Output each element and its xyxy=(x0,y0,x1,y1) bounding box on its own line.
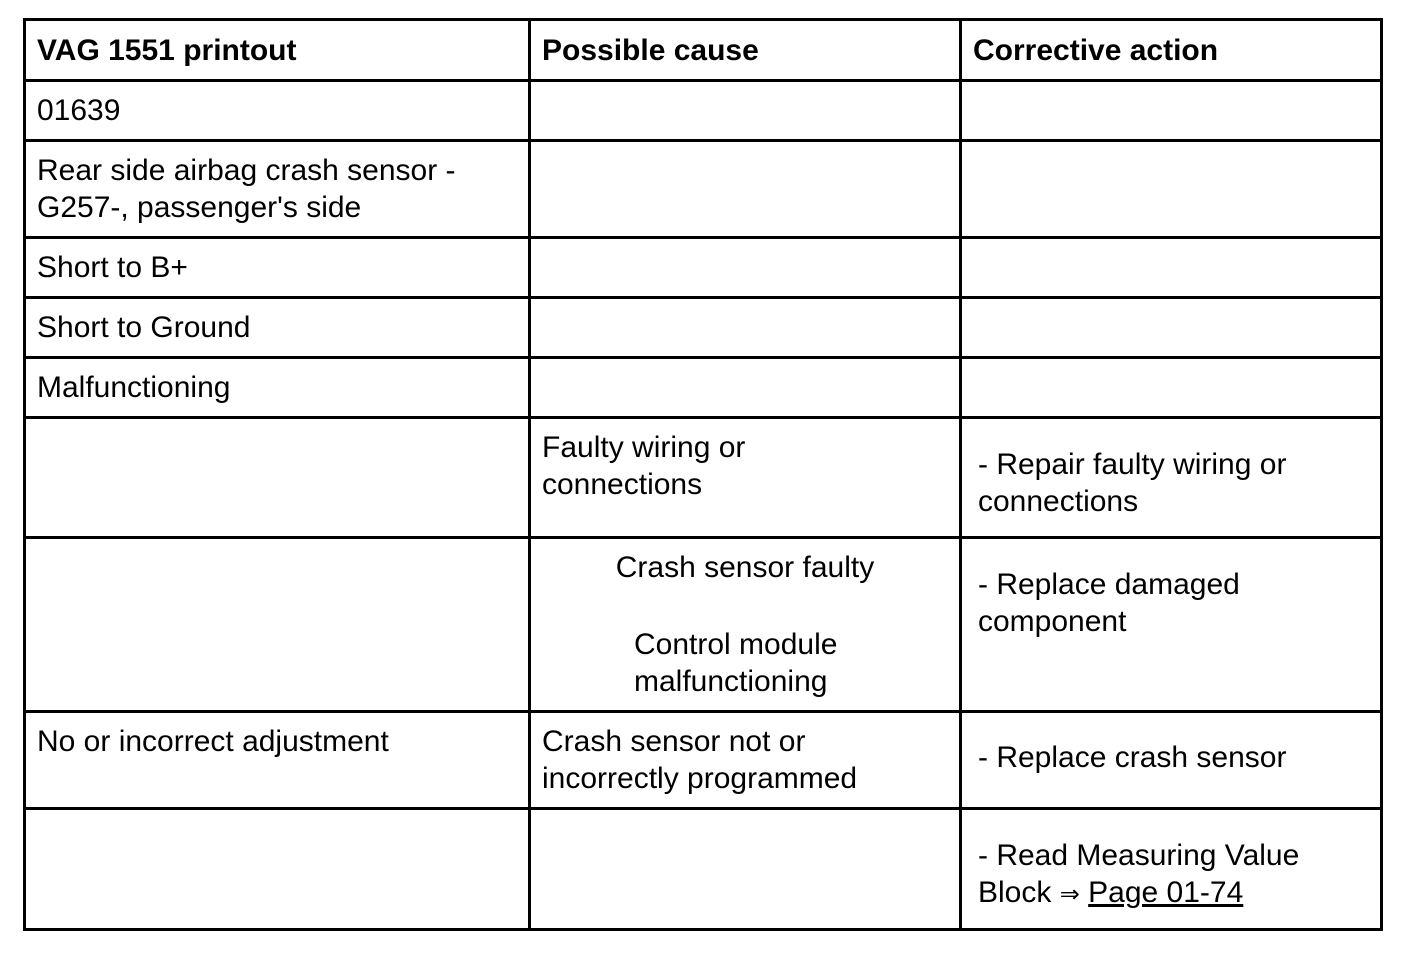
action-cell: - Replace damaged component xyxy=(962,539,1380,710)
header-cell-action: Corrective action xyxy=(962,21,1380,79)
action-cell xyxy=(962,82,1380,139)
printout-cell: 01639 xyxy=(26,82,531,139)
cause-cell xyxy=(531,299,962,356)
action-text-prefix: Block xyxy=(978,876,1060,909)
table-row: Short to B+ xyxy=(26,239,1380,299)
action-cell xyxy=(962,299,1380,356)
cause-cell xyxy=(531,82,962,139)
printout-text: Short to B+ xyxy=(37,251,188,284)
table-row: Malfunctioning xyxy=(26,359,1380,419)
cause-text: Faulty wiring or connections xyxy=(542,431,746,501)
cause-cell xyxy=(531,810,962,928)
cause-cell: Crash sensor not or incorrectly programm… xyxy=(531,713,962,807)
action-cell xyxy=(962,359,1380,416)
header-action: Corrective action xyxy=(973,34,1219,67)
printout-text: Rear side airbag crash sensor - G257-, p… xyxy=(37,154,456,224)
action-text: - Repair faulty wiring or connections xyxy=(978,448,1287,518)
printout-cell xyxy=(26,539,531,710)
action-text-line1: - Read Measuring Value xyxy=(978,839,1300,872)
action-text: - Replace crash sensor xyxy=(978,741,1287,774)
right-double-arrow-icon: ⇒ xyxy=(1059,880,1080,908)
cause-text: Crash sensor not or incorrectly programm… xyxy=(542,725,858,795)
table-row: Faulty wiring or connections - Repair fa… xyxy=(26,419,1380,539)
cause-cell xyxy=(531,239,962,296)
printout-cell: Short to Ground xyxy=(26,299,531,356)
diagnostic-table: VAG 1551 printout Possible cause Correct… xyxy=(23,18,1383,931)
printout-cell: Rear side airbag crash sensor - G257-, p… xyxy=(26,142,531,236)
table-row: Rear side airbag crash sensor - G257-, p… xyxy=(26,142,1380,239)
table-row: No or incorrect adjustment Crash sensor … xyxy=(26,713,1380,810)
cause-cell xyxy=(531,142,962,236)
cause-text-crash-sensor: Crash sensor faulty xyxy=(615,551,875,584)
table-header-row: VAG 1551 printout Possible cause Correct… xyxy=(26,21,1380,82)
header-printout: VAG 1551 printout xyxy=(37,34,297,67)
table-row: 01639 xyxy=(26,82,1380,142)
cause-cell: Crash sensor faulty Control module malfu… xyxy=(531,539,962,710)
action-text: - Read Measuring Value Block ⇒ Page 01-7… xyxy=(978,837,1372,913)
printout-text: Short to Ground xyxy=(37,311,251,344)
header-cell-cause: Possible cause xyxy=(531,21,962,79)
action-cell: - Read Measuring Value Block ⇒ Page 01-7… xyxy=(962,810,1380,928)
printout-text: No or incorrect adjustment xyxy=(37,725,389,758)
header-cause: Possible cause xyxy=(542,34,759,67)
action-text: - Replace damaged component xyxy=(978,568,1240,638)
printout-text: Malfunctioning xyxy=(37,371,231,404)
header-cell-printout: VAG 1551 printout xyxy=(26,21,531,79)
printout-cell xyxy=(26,810,531,928)
cause-cell xyxy=(531,359,962,416)
action-cell: - Replace crash sensor xyxy=(962,713,1380,807)
cause-text-control-module: Control module malfunctioning xyxy=(634,628,838,698)
table-row: - Read Measuring Value Block ⇒ Page 01-7… xyxy=(26,810,1380,928)
table-row: Short to Ground xyxy=(26,299,1380,359)
printout-cell: Malfunctioning xyxy=(26,359,531,416)
action-cell xyxy=(962,239,1380,296)
printout-cell xyxy=(26,419,531,536)
printout-cell: No or incorrect adjustment xyxy=(26,713,531,807)
page-reference-link[interactable]: Page 01-74 xyxy=(1088,876,1244,909)
action-cell xyxy=(962,142,1380,236)
action-cell: - Repair faulty wiring or connections xyxy=(962,419,1380,536)
printout-text: 01639 xyxy=(37,94,121,127)
table-row: Crash sensor faulty Control module malfu… xyxy=(26,539,1380,713)
cause-cell: Faulty wiring or connections xyxy=(531,419,962,536)
printout-cell: Short to B+ xyxy=(26,239,531,296)
